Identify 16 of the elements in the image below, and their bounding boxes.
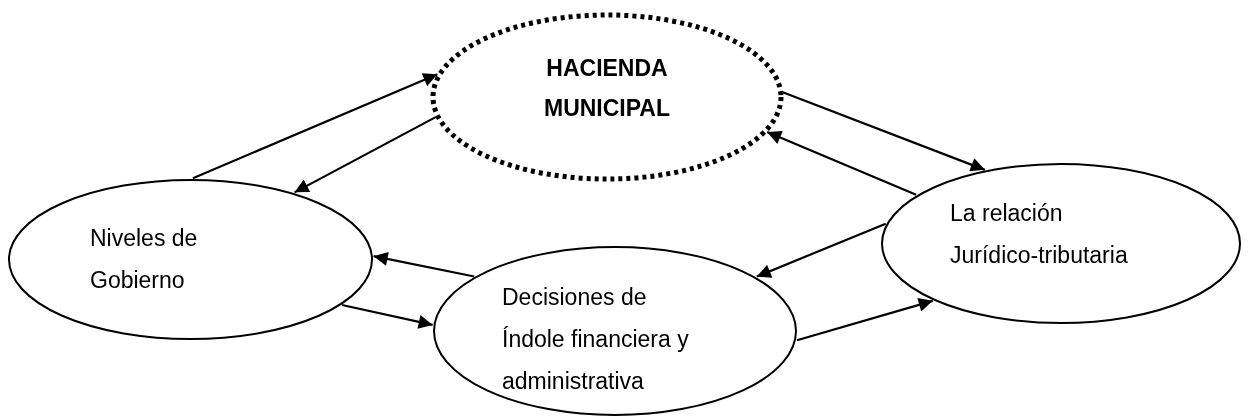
arrow <box>373 252 475 278</box>
ellipse-node <box>881 163 1241 324</box>
arrow <box>192 73 438 180</box>
node-label: Niveles de Gobierno <box>90 224 199 295</box>
arrow <box>341 303 433 329</box>
arrow <box>796 298 934 342</box>
arrow <box>756 222 887 278</box>
ellipse-node <box>8 179 373 340</box>
node-label: La relación Jurídico-tributaria <box>950 199 1129 270</box>
node-label: Decisiones de Índole financiera y administrativa <box>502 283 690 396</box>
arrow <box>782 91 986 172</box>
node-label: HACIENDA MUNICIPAL <box>542 54 672 123</box>
ellipse-node <box>432 14 782 180</box>
ellipse-node <box>433 246 797 416</box>
arrow <box>766 131 917 196</box>
arrow <box>294 116 437 194</box>
